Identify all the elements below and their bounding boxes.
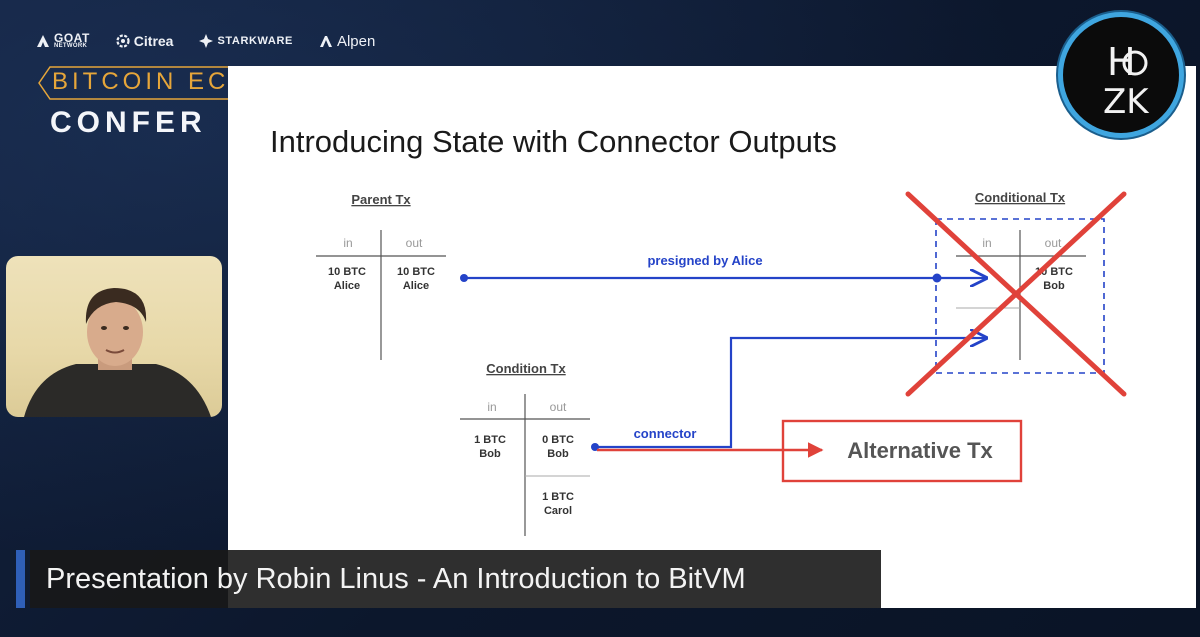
condition-tx-out2-owner: Carol: [544, 505, 572, 517]
goat-logo-icon: [37, 35, 49, 47]
cross-out-stroke-2: [905, 191, 1127, 397]
conditional-tx-out-owner: Bob: [1043, 280, 1065, 292]
conditional-tx-in-label: in: [982, 236, 991, 250]
alpen-label: Alpen: [336, 32, 376, 50]
conditional-tx-dashed-box: [935, 218, 1105, 374]
alternative-tx-label: Alternative Tx: [847, 438, 993, 463]
citrea-logo-icon: [116, 34, 130, 48]
condition-tx-out-label: out: [550, 400, 567, 414]
logo-bottom-letters: ZK: [1103, 82, 1150, 122]
parent-tx-out-label: out: [406, 236, 423, 250]
starkware-label: STARKWARE: [217, 35, 293, 47]
sponsor-citrea: Citrea: [116, 33, 174, 49]
conditional-tx-input-dot: [932, 273, 942, 283]
parent-tx-in-amount: 10 BTC: [328, 266, 366, 278]
conditional-tx-out-label: out: [1045, 236, 1062, 250]
condition-tx-in-amount: 1 BTC: [474, 434, 506, 446]
condition-tx-out1-owner: Bob: [547, 448, 569, 460]
sponsor-starkware: STARKWARE: [199, 34, 292, 48]
goat-sublabel: NETWORK: [54, 42, 88, 49]
alpen-logo-icon: [319, 36, 332, 47]
channel-logo: H ZK: [1058, 12, 1184, 138]
connector-arrow: [595, 338, 986, 449]
parent-tx-out-amount: 10 BTC: [397, 266, 435, 278]
sponsor-goat: GOAT NETWORK: [36, 30, 90, 50]
conference-title-line2: CONFER: [50, 106, 207, 139]
speaker-webcam: [6, 256, 222, 417]
condition-tx-title: Condition Tx: [486, 361, 566, 376]
conditional-tx-title: Conditional Tx: [975, 190, 1066, 205]
presentation-slide: Introducing State with Connector Outputs…: [228, 66, 1196, 608]
goat-label: GOAT: [54, 30, 90, 45]
citrea-label: Citrea: [133, 33, 174, 49]
slide-title: Introducing State with Connector Outputs: [270, 124, 837, 159]
sponsor-alpen: Alpen: [319, 33, 375, 50]
parent-tx-title: Parent Tx: [351, 192, 411, 207]
hozk-logo-icon: H ZK: [1103, 40, 1150, 122]
parent-tx-in-owner: Alice: [334, 280, 360, 292]
condition-tx-in-owner: Bob: [479, 448, 501, 460]
logo-top-letter: H: [1107, 40, 1136, 84]
parent-tx-out-owner: Alice: [403, 280, 429, 292]
presigned-arrow-label: presigned by Alice: [647, 253, 762, 268]
speaker-figure: [24, 288, 211, 417]
condition-tx-in-label: in: [487, 400, 496, 414]
transaction-diagram: Parent Tx in out 10 BTC Alice 10 BTC Ali…: [316, 190, 1127, 536]
parent-tx-in-label: in: [343, 236, 352, 250]
caption-accent-bar: [16, 550, 25, 608]
condition-tx-out1-amount: 0 BTC: [542, 434, 574, 446]
video-caption: Presentation by Robin Linus - An Introdu…: [30, 550, 881, 608]
starkware-logo-icon: [199, 34, 214, 48]
sponsor-bar: GOAT NETWORK Citrea STARKWARE Alpen: [36, 30, 375, 52]
condition-tx-out2-amount: 1 BTC: [542, 491, 574, 503]
connector-arrow-label: connector: [634, 426, 697, 441]
